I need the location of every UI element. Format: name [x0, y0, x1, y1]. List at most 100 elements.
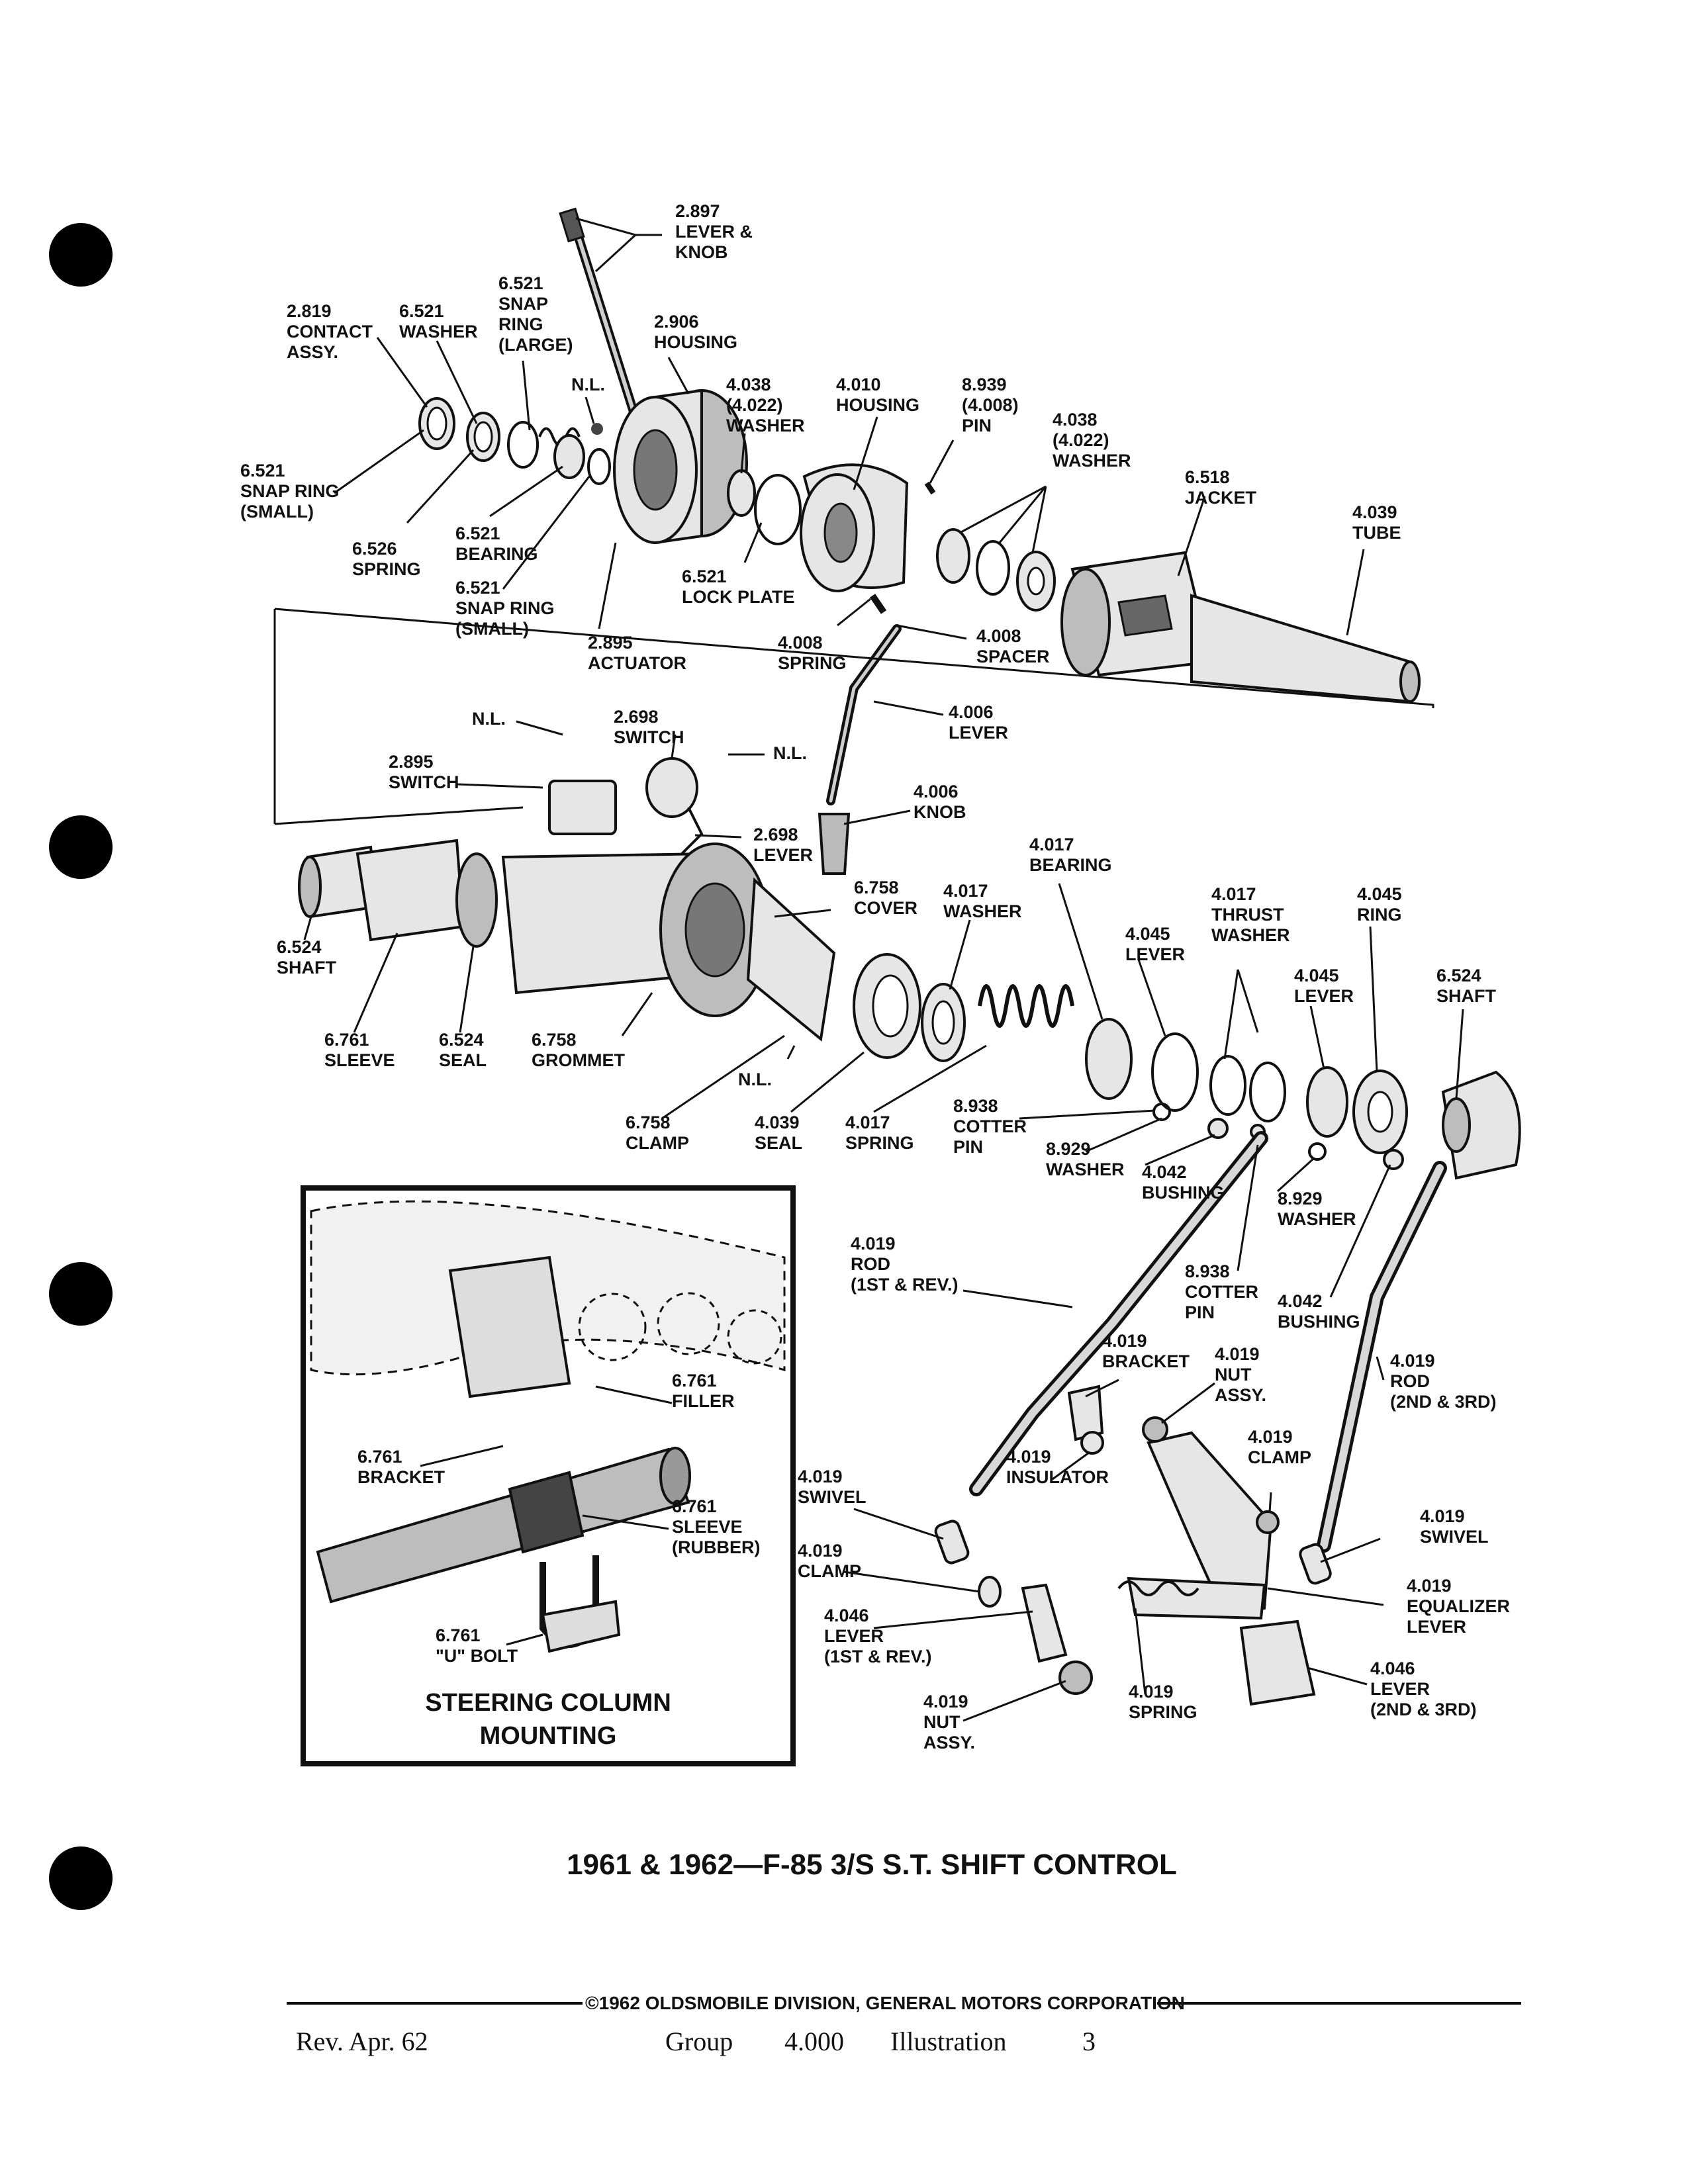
label-line: 6.761: [672, 1496, 717, 1516]
label-line: N.L.: [571, 375, 605, 394]
inset-gauge: [657, 1292, 720, 1355]
label-line: BUSHING: [1278, 1312, 1360, 1332]
label-line: GROMMET: [532, 1050, 625, 1070]
label-line: 4.008: [778, 633, 823, 653]
label-line: WASHER: [399, 322, 478, 341]
label-line: ASSY.: [287, 342, 338, 362]
page-title: 1961 & 1962—F-85 3/S S.T. SHIFT CONTROL: [567, 1848, 1177, 1881]
label-line: SLEEVE: [324, 1050, 395, 1070]
label-line: KNOB: [914, 802, 966, 822]
label-line: WASHER: [726, 416, 805, 435]
label-line: 4.042: [1278, 1291, 1323, 1311]
label-line: SPRING: [778, 653, 847, 673]
label-line: PIN: [962, 416, 992, 435]
label-line: 4.019: [798, 1467, 843, 1486]
label-line: 4.042: [1142, 1162, 1187, 1182]
binder-holes: [49, 223, 113, 1910]
label-line: 6.761: [324, 1030, 369, 1050]
label-line: HOUSING: [836, 395, 919, 415]
label-line: SWITCH: [389, 772, 459, 792]
washer-ring-hole: [473, 421, 493, 453]
label-line: 4.017: [1211, 884, 1256, 904]
linkage-assembly: [934, 1131, 1447, 1706]
label-line: SNAP RING: [455, 598, 555, 618]
label-line: 8.938: [1185, 1261, 1230, 1281]
label-line: (2ND & 3RD): [1390, 1392, 1497, 1412]
part-label: N.L.: [738, 1069, 772, 1089]
inset-title-line2: MOUNTING: [480, 1722, 617, 1750]
label-line: 6.521: [455, 578, 500, 598]
seal-4039-bore: [872, 974, 909, 1038]
binder-hole: [49, 1846, 113, 1910]
label-line: 4.019: [1248, 1427, 1293, 1447]
upper-assembly: [418, 207, 1421, 875]
jacket-6518-end: [1060, 568, 1111, 676]
lever-knob-rod-highlight: [571, 216, 636, 416]
label-line: SPRING: [845, 1133, 914, 1153]
nl-screw: [591, 423, 603, 435]
lever-knob-tip: [559, 207, 585, 243]
label-line: LEVER: [753, 845, 813, 865]
bushing-4042-b: [1383, 1149, 1404, 1170]
label-line: 4.006: [914, 782, 959, 801]
label-line: EQUALIZER: [1407, 1596, 1510, 1616]
inset-u-bolt-plate: [541, 1600, 621, 1653]
label-line: (4.022): [726, 395, 783, 415]
label-line: 4.010: [836, 375, 881, 394]
lower-assembly: [273, 608, 1521, 1180]
label-line: (2ND & 3RD): [1370, 1700, 1477, 1719]
label-line: SPRING: [352, 559, 421, 579]
label-line: 6.761: [357, 1447, 402, 1467]
cover-6758: [746, 877, 836, 1042]
label-line: LEVER: [824, 1626, 884, 1646]
label-line: WASHER: [1278, 1209, 1356, 1229]
label-line: LOCK PLATE: [682, 587, 795, 607]
label-line: (4.022): [1053, 430, 1109, 450]
inset-rubber-sleeve: [508, 1471, 585, 1554]
label-line: 6.524: [1436, 966, 1481, 985]
label-line: SHAFT: [1436, 986, 1496, 1006]
label-line: 4.038: [1053, 410, 1098, 430]
label-line: 4.017: [845, 1113, 890, 1132]
label-line: SNAP: [498, 294, 548, 314]
label-line: (SMALL): [240, 502, 314, 522]
label-line: 4.019: [923, 1692, 968, 1711]
ring-4045-hole: [1367, 1091, 1393, 1133]
housing-4010-bore: [823, 502, 858, 563]
label-line: SPRING: [1129, 1702, 1197, 1722]
part-label: 4.038(4.022)WASHER: [726, 375, 805, 435]
label-line: 4.017: [1029, 835, 1074, 854]
washer-4038-left: [727, 469, 756, 517]
spring-4017: [978, 984, 1074, 1028]
inset-column-pipe-end: [659, 1447, 691, 1505]
bearing-ring: [553, 434, 585, 479]
lever-4046-1st-rev: [1021, 1583, 1068, 1663]
leader-lines: [303, 217, 1464, 1722]
label-line: BUSHING: [1142, 1183, 1225, 1203]
label-line: BEARING: [1029, 855, 1112, 875]
label-line: 4.019: [1129, 1682, 1174, 1702]
shaft-6524-right: [1441, 1070, 1521, 1180]
